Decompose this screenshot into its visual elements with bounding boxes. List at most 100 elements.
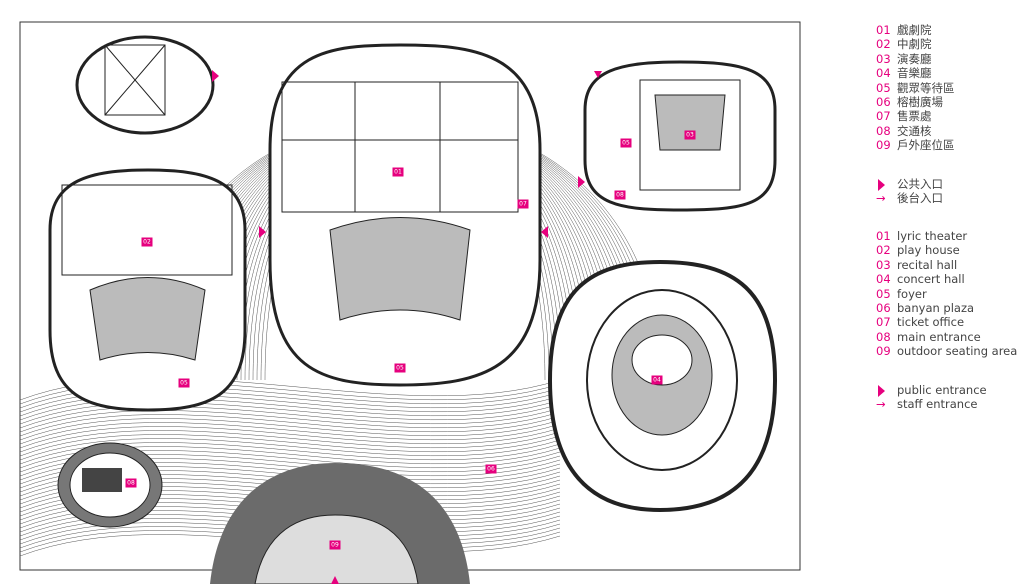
- stage-tower-plan: [75, 35, 215, 135]
- legend-number: 05: [876, 286, 891, 301]
- legend-number: 07: [876, 109, 891, 124]
- plan-tag: 06: [485, 464, 497, 474]
- legend-label: concert hall: [897, 272, 965, 287]
- public-entrance-marker: [578, 176, 585, 188]
- legend-item: 04 音樂廳: [876, 66, 955, 80]
- legend-label: 售票處: [897, 109, 932, 124]
- contour-line: [19, 410, 561, 433]
- contour-line: [19, 430, 561, 453]
- legend-label: staff entrance: [897, 397, 978, 412]
- legend-label: 榕樹廣場: [897, 95, 943, 110]
- legend-number: 02: [876, 37, 891, 52]
- legend-number: 04: [876, 272, 891, 287]
- legend-number: 08: [876, 123, 891, 138]
- legend-chinese-entrances: 公共入口 → 後台入口: [876, 177, 943, 206]
- contour-line: [19, 422, 561, 445]
- plan-tag: 05: [394, 363, 406, 373]
- legend-item: 06 榕樹廣場: [876, 95, 955, 109]
- staff-entrance-arrow-icon: →: [876, 397, 886, 412]
- legend-label: 中劇院: [897, 37, 932, 52]
- legend-number: 04: [876, 66, 891, 81]
- plan-tag: 08: [614, 190, 626, 200]
- legend-number: 02: [876, 243, 891, 258]
- legend-item: 04 concert hall: [876, 272, 1017, 286]
- public-entrance-marker: [212, 70, 219, 82]
- plan-tag: 05: [620, 138, 632, 148]
- legend-item: 08 main entrance: [876, 330, 1017, 344]
- plan-tag: 08: [125, 478, 137, 488]
- contour-line: [19, 414, 561, 437]
- plan-tag: 01: [392, 167, 404, 177]
- legend-label: ticket office: [897, 315, 965, 330]
- concert-hall-plan: [547, 259, 778, 513]
- contour-line: [19, 438, 561, 461]
- legend-english: 01 lyric theater 02 play house 03 recital hal…: [876, 229, 1017, 359]
- contour-line: [19, 434, 561, 457]
- plan-tag: 07: [517, 199, 529, 209]
- legend-label: main entrance: [897, 329, 981, 344]
- outdoor-seating-plan: [210, 463, 470, 584]
- legend-item: 05 foyer: [876, 287, 1017, 301]
- legend-item: 08 交通核: [876, 124, 955, 138]
- public-entrance-icon: [876, 383, 897, 397]
- legend-label: 交通核: [897, 123, 932, 138]
- lyric-theater-plan: [268, 43, 542, 387]
- legend-label: lyric theater: [897, 229, 968, 243]
- legend-label: foyer: [897, 286, 927, 301]
- legend-number: 01: [876, 229, 891, 243]
- public-entrance-marker: [259, 226, 266, 238]
- legend-number: 07: [876, 315, 891, 330]
- contour-line: [19, 406, 561, 429]
- legend-label: 戶外座位區: [897, 138, 955, 153]
- legend-item: 02 中劇院: [876, 37, 955, 51]
- plan-tag: 05: [178, 378, 190, 388]
- legend-label: play house: [897, 243, 960, 258]
- legend-item: 07 ticket office: [876, 315, 1017, 329]
- legend-number: 03: [876, 51, 891, 66]
- legend-number: 09: [876, 344, 891, 359]
- contour-line: [19, 402, 561, 425]
- legend-number: 06: [876, 301, 891, 316]
- legend-label: 戲劇院: [897, 23, 932, 37]
- legend-item: 06 banyan plaza: [876, 301, 1017, 315]
- legend-item: 01 戲劇院: [876, 23, 955, 37]
- legend-item: 01 lyric theater: [876, 229, 1017, 243]
- public-entrance-marker: [331, 576, 339, 584]
- legend-number: 03: [876, 257, 891, 272]
- legend-item: 03 演奏廳: [876, 52, 955, 66]
- legend-number: 01: [876, 23, 891, 37]
- legend-item: 03 recital hall: [876, 258, 1017, 272]
- staff-entrance-arrow-icon: →: [876, 191, 886, 206]
- public-entrance-marker: [541, 226, 548, 238]
- legend-label: 後台入口: [897, 191, 943, 206]
- legend-label: public entrance: [897, 383, 987, 397]
- legend-item: 02 play house: [876, 243, 1017, 257]
- legend-label: outdoor seating area: [897, 344, 1018, 359]
- plan-tag: 02: [141, 237, 153, 247]
- legend-number: 08: [876, 329, 891, 344]
- contour-line: [19, 426, 561, 449]
- legend-english-entrances: public entrance → staff entrance: [876, 383, 987, 412]
- main-entrance-plan: [57, 442, 163, 528]
- legend-label: 演奏廳: [897, 51, 932, 66]
- legend-label: recital hall: [897, 257, 958, 272]
- legend-label: 音樂廳: [897, 66, 932, 81]
- plan-tag: 03: [684, 130, 696, 140]
- legend-label: banyan plaza: [897, 301, 975, 316]
- legend-number: 05: [876, 80, 891, 95]
- legend-label: 公共入口: [897, 177, 943, 191]
- legend-label: 觀眾等待區: [897, 80, 955, 95]
- legend-item: 07 售票處: [876, 109, 955, 123]
- legend-number: 06: [876, 95, 891, 110]
- legend-item: 09 outdoor seating area: [876, 344, 1017, 358]
- public-entrance-icon: [876, 177, 897, 191]
- public-entrance-marker: [594, 71, 602, 78]
- play-house-plan: [48, 168, 247, 412]
- legend-number: 09: [876, 138, 891, 153]
- recital-hall-plan: [583, 60, 777, 212]
- plan-tag: 09: [329, 540, 341, 550]
- legend-item: 09 戶外座位區: [876, 138, 955, 152]
- plan-tag: 04: [651, 375, 663, 385]
